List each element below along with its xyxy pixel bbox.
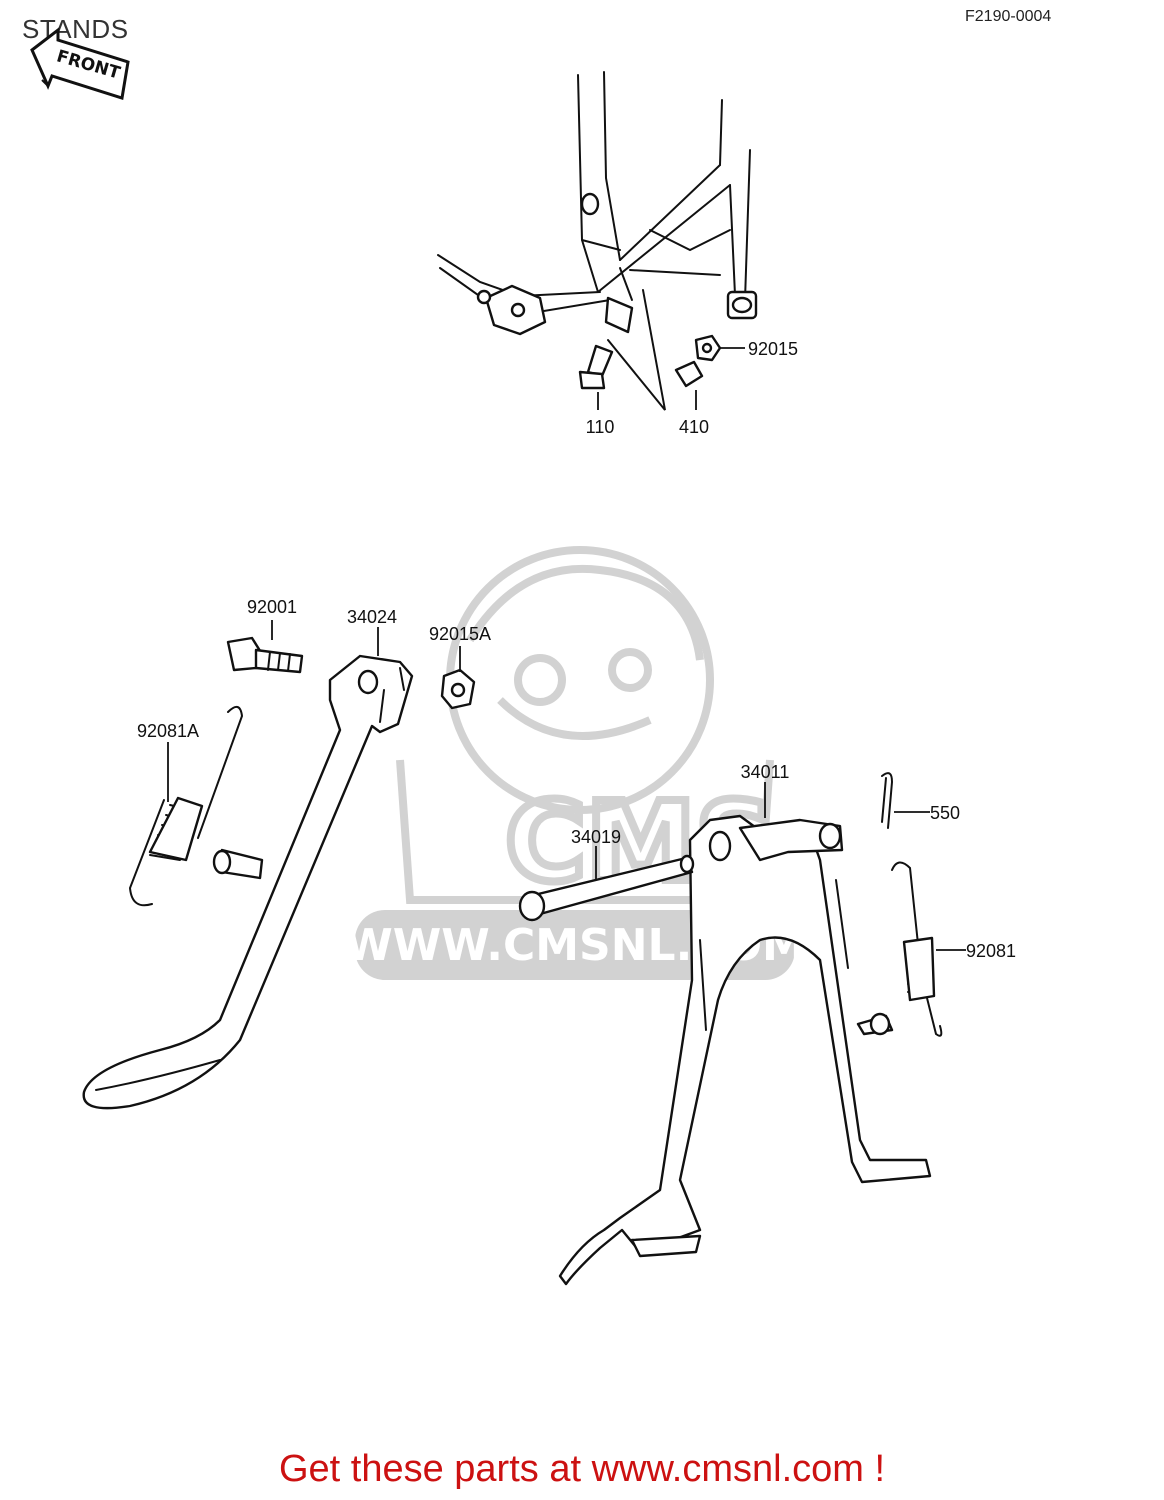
diagram-title: STANDS — [22, 14, 129, 44]
callout-110: 110 — [586, 417, 615, 437]
diagram-code: F2190-0004 — [965, 8, 1052, 25]
part-92015A-nut — [440, 668, 476, 710]
frame-section — [437, 71, 758, 411]
callout-410: 410 — [679, 417, 709, 437]
part-92081A-spring — [128, 705, 244, 907]
part-92001-bolt — [226, 636, 304, 674]
part-410-washer — [674, 360, 704, 388]
part-92081-spring — [891, 861, 943, 1037]
part-92015-nut — [694, 334, 722, 362]
callout-92081A: 92081A — [137, 721, 199, 741]
get-parts-link[interactable]: Get these parts at www.cmsnl.com ! — [278, 1448, 886, 1490]
part-34024-side-stand — [82, 654, 414, 1110]
callout-34019: 34019 — [571, 827, 621, 847]
callout-550: 550 — [930, 803, 960, 823]
callout-92015A: 92015A — [429, 624, 491, 644]
part-34011-center-stand — [558, 814, 932, 1286]
front-arrow-icon: FRONT — [30, 26, 130, 100]
callout-34024: 34024 — [347, 607, 397, 627]
callout-92001: 92001 — [247, 597, 297, 617]
callout-92015: 92015 — [748, 339, 798, 359]
part-110-bolt — [578, 344, 614, 390]
part-550-cotter-pin — [881, 772, 894, 829]
callout-92081: 92081 — [966, 941, 1016, 961]
part-34019-pivot-shaft — [518, 854, 695, 922]
callout-34011: 34011 — [741, 762, 790, 782]
